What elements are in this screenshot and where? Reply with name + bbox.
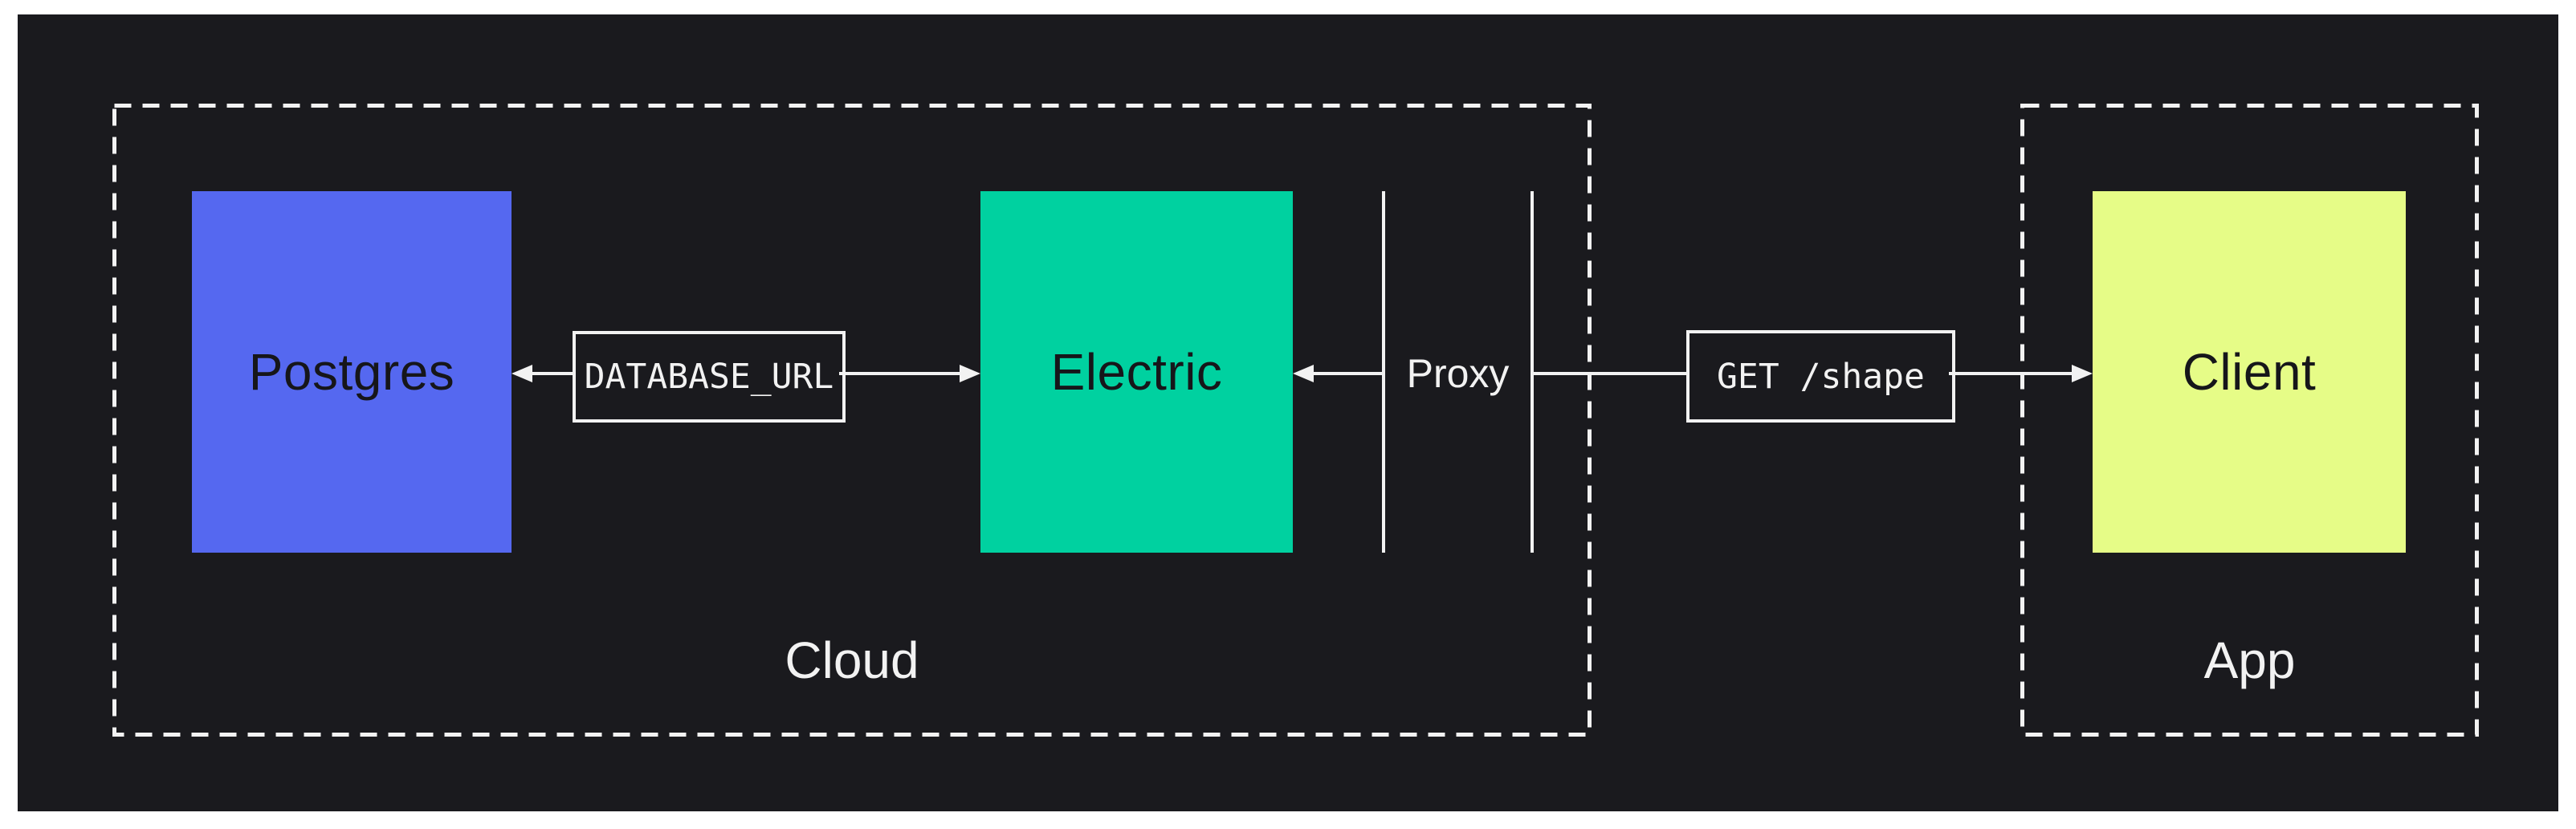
- database-url-label-box: DATABASE_URL: [573, 331, 846, 423]
- arrowhead-to-client: [2072, 365, 2093, 382]
- app-group-label: App: [2020, 631, 2479, 689]
- postgres-node-label: Postgres: [248, 343, 455, 401]
- cloud-group-label-text: Cloud: [785, 631, 919, 689]
- arrowhead-to-postgres: [512, 365, 532, 382]
- electric-node-label: Electric: [1050, 343, 1223, 401]
- line-getshape-to-client: [1949, 372, 2073, 375]
- app-group-label-text: App: [2203, 631, 2296, 689]
- app-boundary-rect: [2020, 104, 2479, 737]
- app-boundary-dashed-box: [2020, 104, 2479, 737]
- line-databaseurl-to-postgres: [530, 372, 573, 375]
- database-url-label: DATABASE_URL: [584, 357, 834, 397]
- proxy-label: Proxy: [1385, 347, 1531, 400]
- proxy-label-text: Proxy: [1406, 351, 1510, 396]
- get-shape-label: GET /shape: [1717, 356, 1925, 397]
- get-shape-label-box: GET /shape: [1686, 330, 1955, 423]
- proxy-line-left: [1382, 191, 1385, 553]
- arrowhead-to-electric-left: [960, 365, 980, 382]
- postgres-node: Postgres: [192, 191, 512, 553]
- line-databaseurl-to-electric: [839, 372, 961, 375]
- client-node-label: Client: [2182, 343, 2317, 401]
- cloud-group-label: Cloud: [112, 631, 1592, 689]
- client-node: Client: [2093, 191, 2406, 553]
- proxy-line-right: [1531, 191, 1534, 553]
- line-proxy-to-electric: [1312, 372, 1384, 375]
- electric-node: Electric: [980, 191, 1293, 553]
- cloud-boundary-rect: [112, 104, 1592, 737]
- cloud-boundary-dashed-box: [112, 104, 1592, 737]
- line-proxy-to-getshape: [1534, 372, 1686, 375]
- arrowhead-to-electric-right: [1293, 365, 1314, 382]
